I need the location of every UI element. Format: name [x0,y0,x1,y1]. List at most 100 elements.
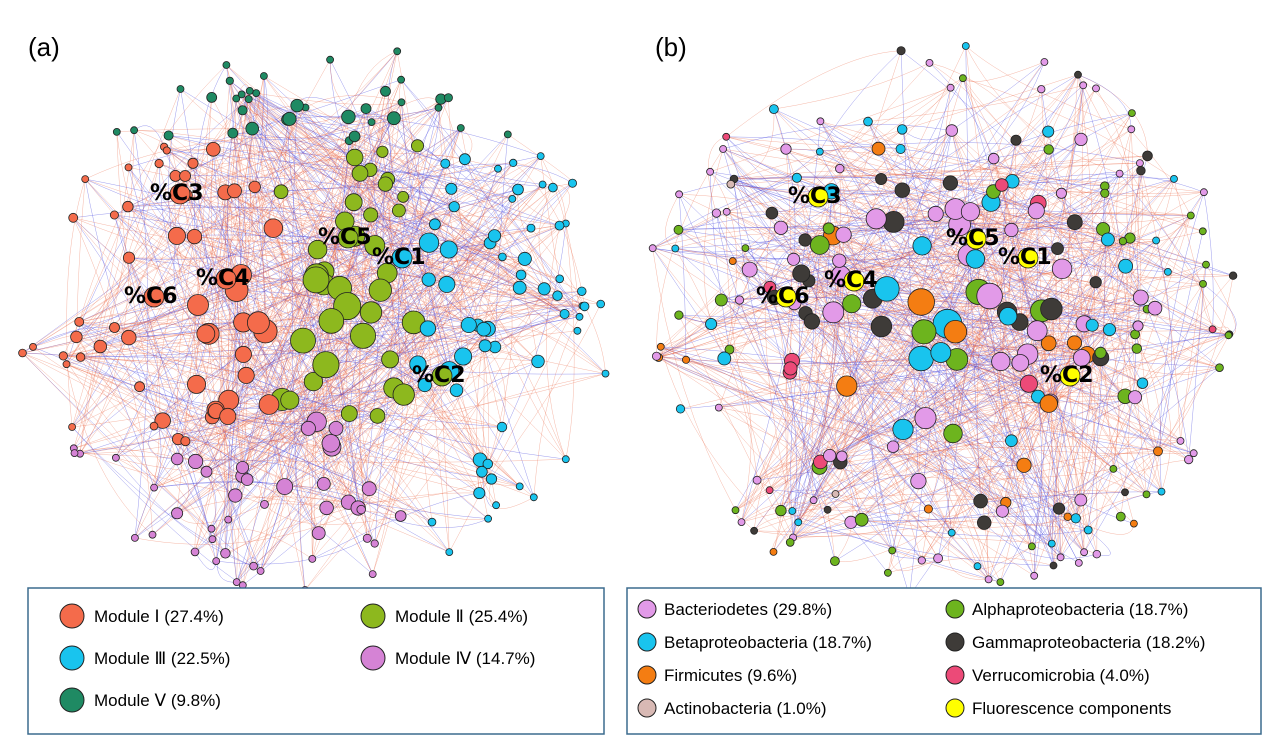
positive-edge [255,93,304,341]
positive-edge [980,490,1126,502]
positive-edge [325,127,462,365]
network-node [1079,81,1088,90]
positive-edge [367,274,522,539]
network-node [349,322,376,349]
negative-edge [1031,396,1042,547]
network-node [190,547,200,557]
negative-edge [85,178,429,280]
positive-edge [308,189,519,429]
positive-edge [134,328,429,539]
network-node [568,178,578,188]
negative-edge [115,354,244,458]
positive-edge [952,185,1106,434]
positive-edge [73,345,486,449]
positive-edge [177,97,449,440]
network-node [835,226,852,243]
positive-edge [186,163,446,199]
network-node [328,420,344,436]
positive-edge [22,242,491,354]
positive-edge [921,245,1159,452]
network-node [674,310,684,320]
positive-edge [197,90,250,306]
positive-edge [177,258,525,460]
network-node [1153,446,1163,457]
network-node [910,472,927,490]
negative-edge [875,218,952,533]
positive-edge [354,91,393,137]
network-node [1026,320,1048,342]
network-node [438,275,456,293]
positive-edge [724,131,1049,359]
network-node [363,207,379,223]
positive-edge [1100,352,1189,460]
positive-edge [32,318,259,348]
network-node [419,320,436,337]
negative-edge [733,178,1168,273]
network-node [1228,271,1238,280]
network-node [200,465,213,478]
network-node [1142,490,1151,499]
negative-edge [225,192,370,489]
positive-edge [263,75,486,346]
negative-edge [813,465,1025,501]
positive-edge [875,218,1114,470]
negative-edge [374,107,439,544]
positive-edge [1077,74,1148,156]
network-node [341,109,356,125]
positive-edge [685,359,1003,512]
network-node [228,488,243,503]
network-node [942,175,959,191]
network-node [318,308,345,334]
network-node [908,345,934,372]
component-node-c3 [169,183,191,205]
positive-edge [264,504,401,525]
negative-edge [921,301,1143,384]
positive-edge [234,290,243,477]
positive-edge [940,325,1139,353]
network-node [449,383,464,397]
negative-edge [881,149,1049,180]
network-node [1147,300,1163,316]
network-node [494,164,502,173]
component-label-c3: %C3 [150,181,204,206]
positive-edge [675,248,990,297]
network-node [476,321,492,337]
component-node-c6 [143,286,165,308]
positive-edge [656,355,1126,398]
positive-edge [724,358,1136,403]
positive-edge [176,359,391,514]
positive-edge [448,249,585,307]
positive-edge [313,328,429,382]
positive-edge [335,236,356,429]
positive-edge [381,102,402,180]
positive-edge [63,355,212,529]
legend-label: Bacteriodetes (29.8%) [664,600,832,619]
negative-edge [349,179,388,414]
positive-edge [1027,354,1077,519]
network-node [1092,84,1100,93]
positive-edge [820,121,1123,242]
negative-edge [792,244,821,538]
network-node [785,538,795,547]
negative-edge [1031,451,1159,547]
network-node [719,145,727,153]
positive-edge [1136,192,1205,349]
positive-edge [887,308,1148,573]
positive-edge [174,175,229,417]
network-node [1164,267,1172,276]
positive-edge [116,131,206,334]
negative-edge [1011,85,1084,231]
negative-edge [236,384,425,583]
network-node [259,72,268,80]
negative-edge [79,196,404,323]
legend-label: Module Ⅴ (9.8%) [94,691,221,710]
network-node [340,405,358,423]
positive-edge [1061,88,1097,194]
positive-edge [177,496,349,514]
positive-edge [1077,74,1230,335]
negative-edge [1203,192,1214,330]
positive-edge [71,190,235,428]
network-node [1132,289,1149,306]
positive-edge [72,324,479,428]
network-node [769,104,779,114]
